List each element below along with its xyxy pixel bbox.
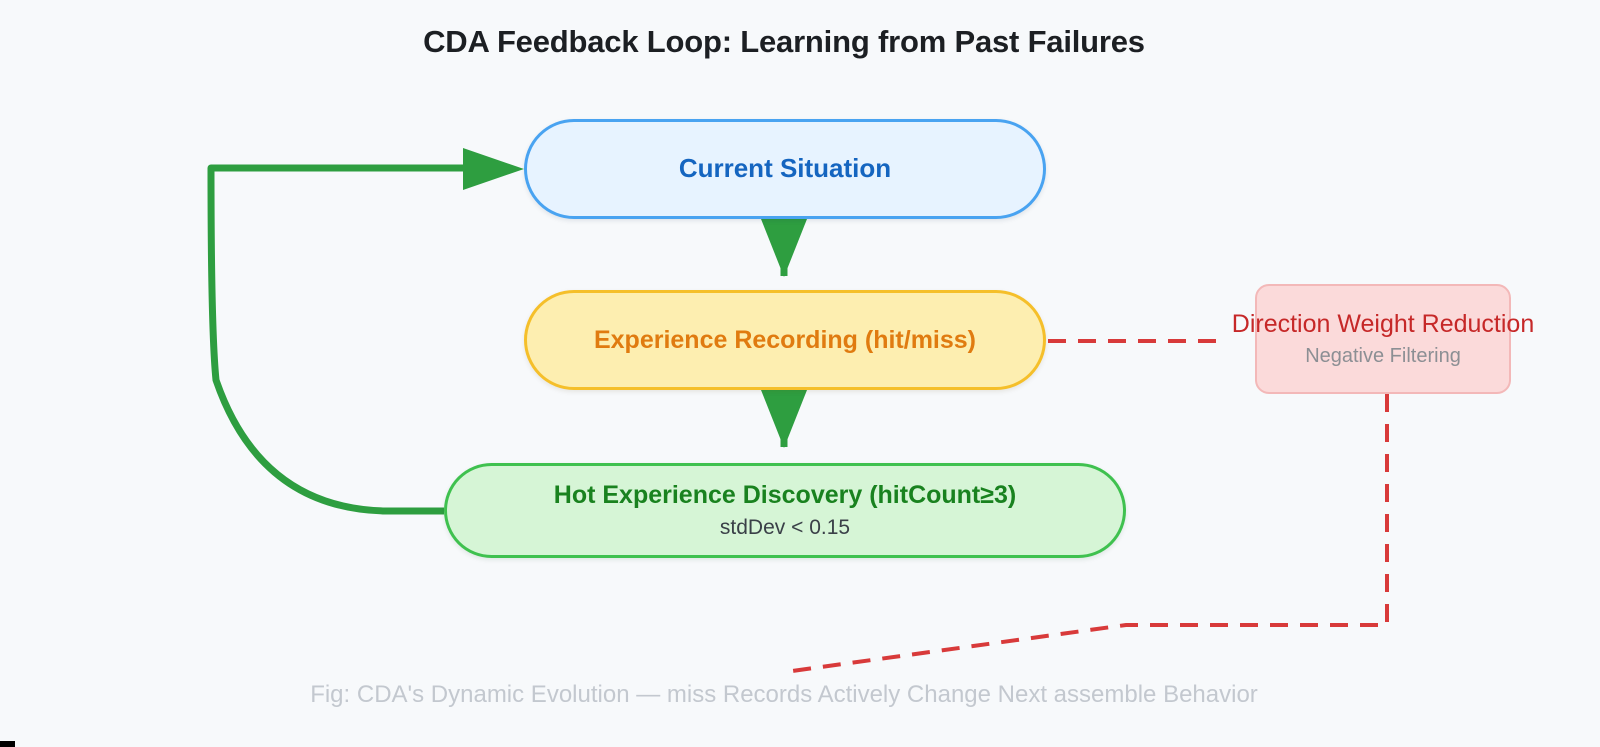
node-direction-weight-reduction[interactable]: Direction Weight Reduction Negative Filt… xyxy=(1232,284,1534,394)
arrowhead-situation-to-recording xyxy=(761,219,807,277)
node-current-situation[interactable]: Current Situation xyxy=(524,119,1046,219)
edge-hot-to-situation-feedback xyxy=(207,148,524,515)
node-experience-recording[interactable]: Experience Recording (hit/miss) xyxy=(524,290,1046,390)
figure-caption: Fig: CDA's Dynamic Evolution — miss Reco… xyxy=(310,681,1258,708)
node-current-situation-title: Current Situation xyxy=(678,153,892,184)
node-direction-weight-reduction-title: Direction Weight Reduction xyxy=(1231,310,1535,339)
arrowhead-recording-to-hot xyxy=(761,390,807,448)
node-experience-recording-title: Experience Recording (hit/miss) xyxy=(593,325,977,354)
edge-situation-to-recording xyxy=(761,219,807,277)
corner-artifact xyxy=(0,741,15,747)
page-title: CDA Feedback Loop: Learning from Past Fa… xyxy=(423,24,1145,59)
node-hot-experience-subtitle: stdDev < 0.15 xyxy=(719,515,851,539)
arrowhead-feedback-loop xyxy=(463,148,524,190)
edge-recording-to-hot xyxy=(761,390,807,448)
node-direction-weight-reduction-subtitle: Negative Filtering xyxy=(1305,344,1461,367)
node-hot-experience-title: Hot Experience Discovery (hitCount≥3) xyxy=(553,481,1017,510)
node-hot-experience[interactable]: Hot Experience Discovery (hitCount≥3) st… xyxy=(444,463,1126,558)
